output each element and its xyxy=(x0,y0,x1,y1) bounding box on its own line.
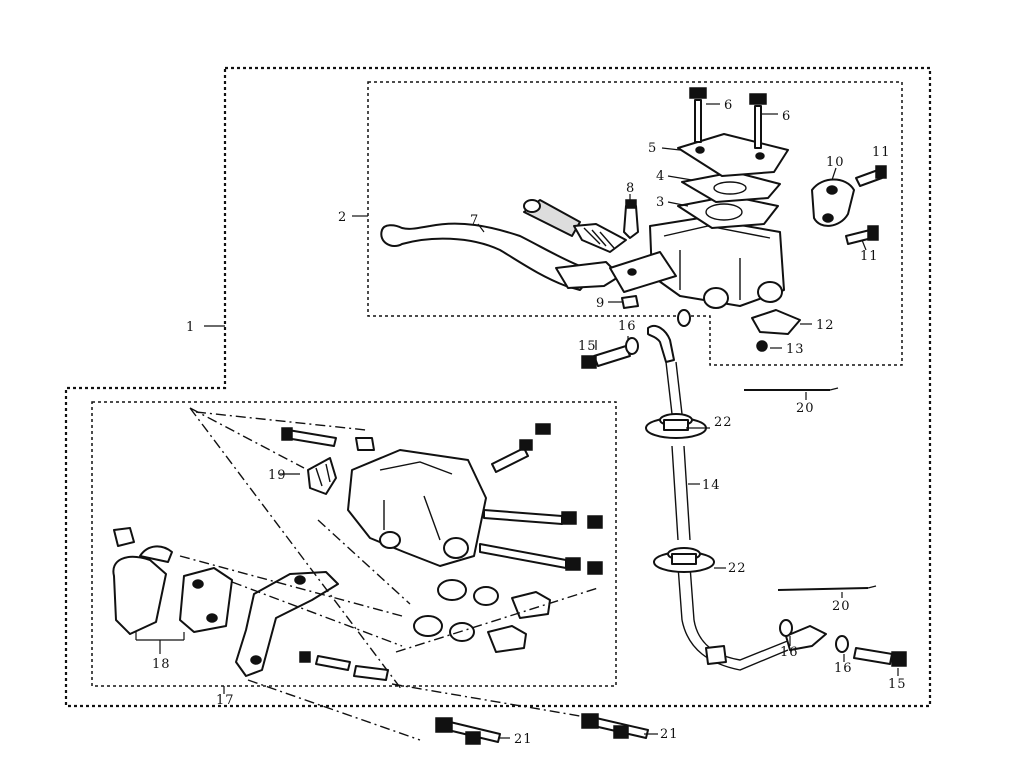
caliper-body xyxy=(347,449,487,567)
brake-lever xyxy=(380,222,621,291)
bleed-screw-8 xyxy=(623,199,639,239)
piston-assembly xyxy=(523,199,627,253)
callout-4: 4 xyxy=(656,169,665,184)
callout-17: 17 xyxy=(216,693,235,708)
callout-18: 18 xyxy=(152,657,171,672)
callout-12: 12 xyxy=(816,318,835,333)
brake-hose-14 xyxy=(647,324,791,671)
callout-7: 7 xyxy=(470,213,479,228)
bolt-11-upper xyxy=(855,165,887,187)
cable-tie-20-upper xyxy=(744,387,839,391)
callout-10: 10 xyxy=(826,155,845,170)
switch-12 xyxy=(751,309,801,335)
screw-6-left xyxy=(689,87,707,143)
mount-bolt-21-right xyxy=(581,713,649,739)
callout-14: 14 xyxy=(702,478,721,493)
clamp-10 xyxy=(811,178,855,227)
washer-16-upper xyxy=(625,309,691,355)
leader-lines xyxy=(135,103,899,739)
master-cylinder-body xyxy=(609,217,785,309)
callout-11-upper: 11 xyxy=(872,145,891,160)
grommet-22-lower xyxy=(653,547,715,573)
callout-20-lower: 20 xyxy=(832,599,851,614)
callout-11-lower: 11 xyxy=(860,249,879,264)
callout-6-left: 6 xyxy=(724,98,733,113)
callout-21-left: 21 xyxy=(514,732,533,747)
caliper-pins xyxy=(281,423,603,575)
callout-15-lower: 15 xyxy=(888,677,907,692)
callout-15-upper: 15 xyxy=(578,339,597,354)
callout-3: 3 xyxy=(656,195,665,210)
callout-20-upper: 20 xyxy=(796,401,815,416)
assembly-17-outline xyxy=(91,401,617,687)
callout-9: 9 xyxy=(596,296,605,311)
explode-guide-lines xyxy=(179,407,599,741)
brake-pads-18 xyxy=(112,527,233,635)
callout-13: 13 xyxy=(786,342,805,357)
mount-bolt-21-left xyxy=(435,717,501,745)
callout-5: 5 xyxy=(648,141,657,156)
callout-labels: 1 2 3 4 5 6 6 7 8 9 10 11 11 12 13 14 15… xyxy=(152,98,907,747)
callout-22-upper: 22 xyxy=(714,415,733,430)
banjo-bolt-15-upper xyxy=(581,345,631,369)
assembly-2-outline xyxy=(367,81,903,366)
callout-16-mid: 16 xyxy=(780,645,799,660)
callout-1: 1 xyxy=(186,320,195,335)
banjo-bolt-15-lower xyxy=(835,635,907,667)
callout-2: 2 xyxy=(338,210,347,225)
plate-4 xyxy=(681,171,781,203)
assembly-1-outline xyxy=(64,66,932,708)
washer-9 xyxy=(621,295,639,309)
screw-6-right xyxy=(749,93,767,149)
callout-16-upper: 16 xyxy=(618,319,637,334)
callout-19: 19 xyxy=(268,468,287,483)
hose-end-fitting-lower xyxy=(779,619,827,651)
spring-clip-19 xyxy=(307,457,337,495)
callout-6-right: 6 xyxy=(782,109,791,124)
caliper-slide-pin xyxy=(299,651,389,681)
callout-16-right: 16 xyxy=(834,661,853,676)
callout-8: 8 xyxy=(626,181,635,196)
screw-13 xyxy=(756,340,768,352)
cable-tie-20-lower xyxy=(777,585,877,591)
grommet-22-upper xyxy=(645,413,707,439)
bolt-11-lower xyxy=(845,225,879,245)
callout-21-right: 21 xyxy=(660,727,679,742)
seals-and-pistons xyxy=(413,579,551,653)
callout-22-lower: 22 xyxy=(728,561,747,576)
